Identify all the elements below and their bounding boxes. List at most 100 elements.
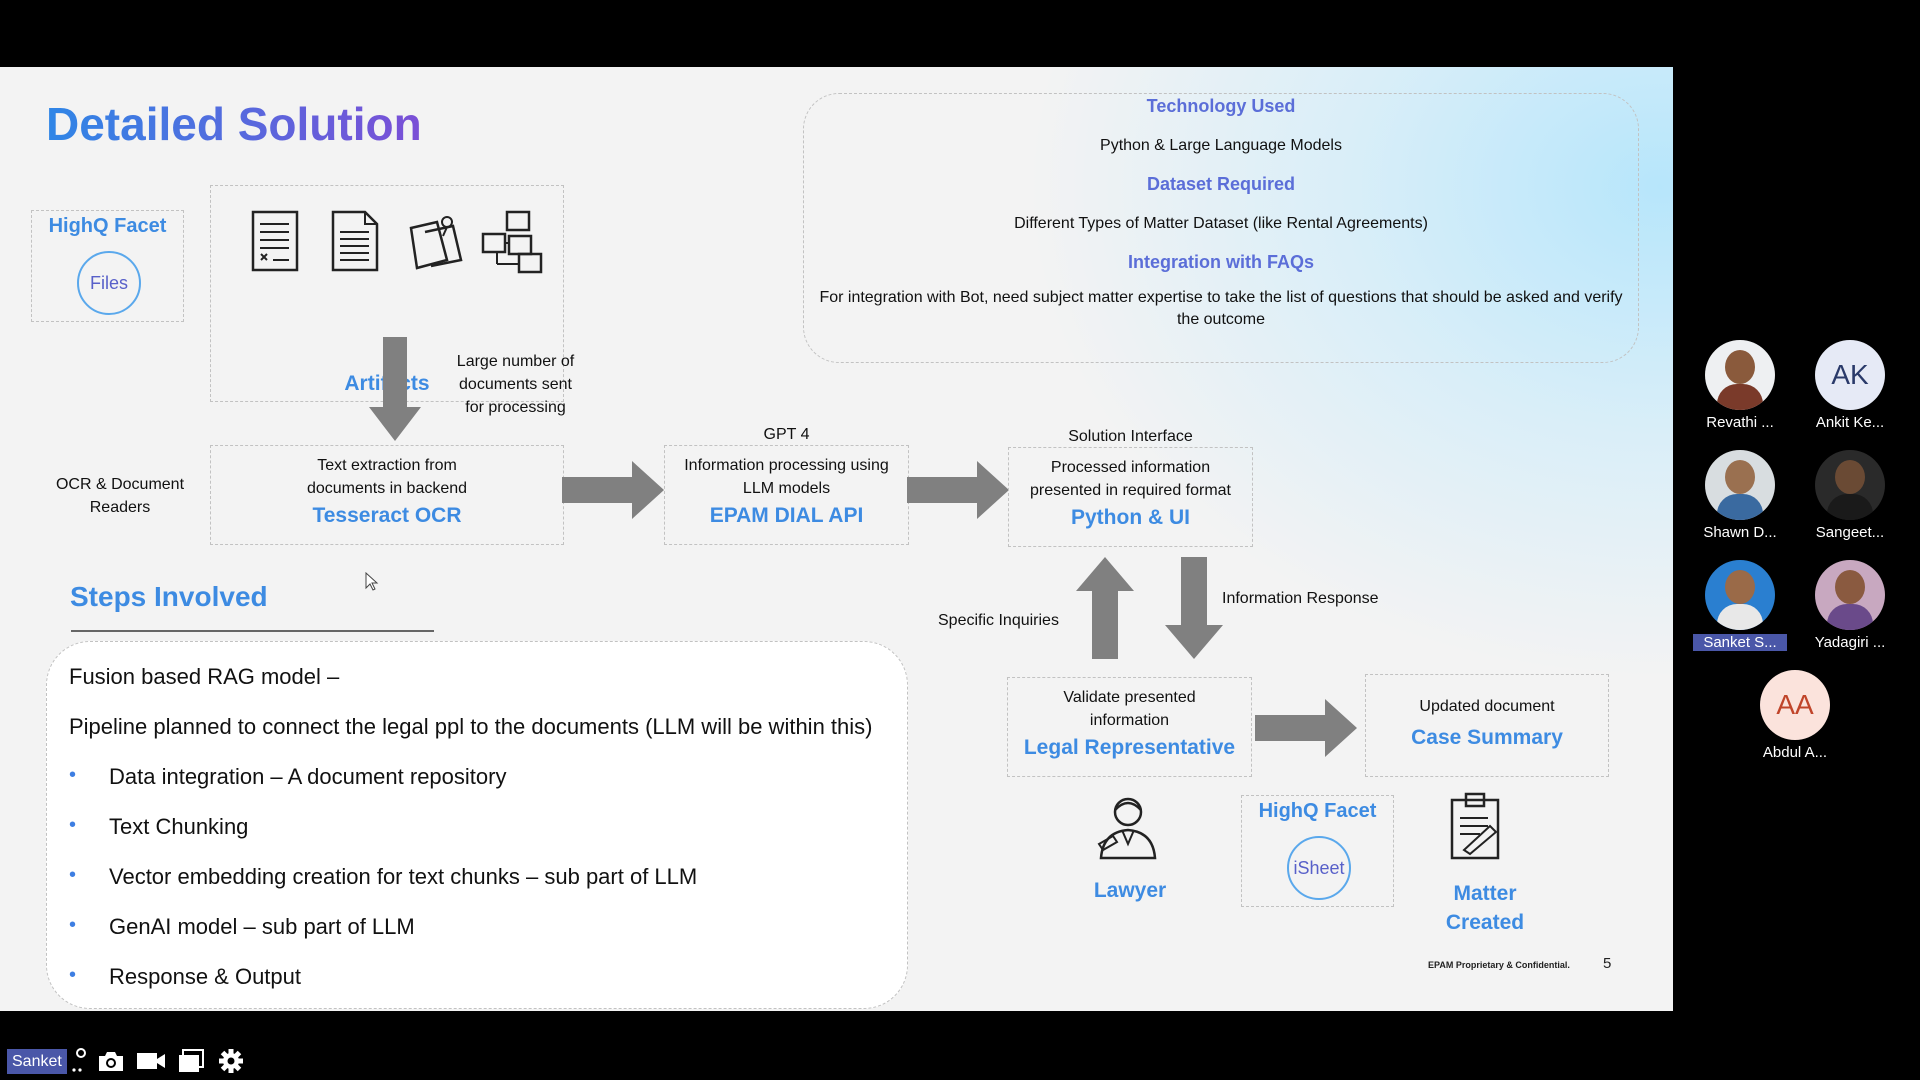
large-docs-line3: for processing	[465, 399, 566, 416]
participant-tile-sangeet[interactable]: Sangeet...	[1795, 450, 1905, 541]
bullet-text: Vector embedding creation for text chunk…	[109, 864, 698, 889]
solution-interface-label: Solution Interface	[1068, 428, 1193, 445]
presentation-slide: Detailed Solution HighQ Facet Files	[0, 67, 1673, 1011]
participant-name: Abdul A...	[1762, 744, 1828, 761]
python-text-line1: Processed information	[1050, 459, 1211, 476]
video-camera-icon[interactable]	[135, 1048, 167, 1074]
tech-heading: Technology Used	[1146, 96, 1296, 116]
case-box: Updated document Case Summary	[1365, 674, 1609, 777]
specific-inquiries-label: Specific Inquiries	[938, 612, 1059, 629]
highq-files-heading: HighQ Facet	[48, 215, 167, 237]
up-arrow-inquiries	[1076, 557, 1134, 659]
matter-created-label: Matter Created	[1410, 879, 1560, 937]
large-docs-line1: Large number of	[456, 353, 575, 370]
participant-tile-shawn[interactable]: Shawn D...	[1685, 450, 1795, 541]
case-heading: Case Summary	[1411, 726, 1563, 749]
participant-name: Revathi ...	[1706, 414, 1774, 431]
gear-icon[interactable]	[216, 1048, 246, 1074]
user-name-badge[interactable]: Sanket	[7, 1049, 67, 1074]
legal-heading: Legal Representative	[1023, 736, 1236, 759]
tesseract-box: Text extraction from documents in backen…	[210, 445, 564, 545]
epam-heading: EPAM DIAL API	[709, 504, 864, 527]
participant-tile-yadagiri[interactable]: Yadagiri ...	[1795, 560, 1905, 651]
information-response-label: Information Response	[1222, 590, 1379, 607]
steps-line2: Pipeline planned to connect the legal pp…	[69, 714, 873, 739]
gpt4-label: GPT 4	[763, 426, 810, 443]
bullet-icon: •	[69, 864, 77, 886]
dataset-heading: Dataset Required	[1146, 174, 1296, 194]
participant-tile-sanket[interactable]: Sanket S...	[1685, 560, 1795, 651]
avatar	[1815, 450, 1885, 520]
clipboard-icon	[1450, 792, 1500, 860]
document-checkbox-icon	[251, 210, 299, 272]
right-arrow-ocr-to-epam	[562, 461, 664, 519]
window-share-icon[interactable]	[177, 1048, 205, 1074]
avatar: AA	[1760, 670, 1830, 740]
ocr-side-line2: Readers	[89, 499, 151, 516]
participant-tile-revathi[interactable]: Revathi ...	[1685, 340, 1795, 431]
bullet-icon: •	[69, 814, 77, 836]
user-name-label: Sanket	[12, 1053, 62, 1070]
highq-isheet-heading: HighQ Facet	[1258, 800, 1377, 822]
tech-text: Python & Large Language Models	[1100, 137, 1342, 154]
steps-heading: Steps Involved	[70, 581, 268, 612]
technology-box: Technology Used Python & Large Language …	[803, 93, 1639, 363]
bullet-icon: •	[69, 914, 77, 936]
avatar	[1705, 560, 1775, 630]
document-lines-icon	[331, 210, 379, 272]
bullet-text: Response & Output	[109, 964, 302, 989]
participant-name: Shawn D...	[1703, 524, 1777, 541]
avatar	[1705, 340, 1775, 410]
highq-files-box: HighQ Facet Files	[31, 210, 184, 322]
steps-box: Fusion based RAG model – Pipeline planne…	[46, 641, 908, 1009]
sticky-notes-icon	[409, 216, 463, 270]
case-text: Updated document	[1419, 698, 1555, 715]
participant-tile-abdul[interactable]: AA Abdul A...	[1740, 670, 1850, 761]
bullet-icon: •	[69, 764, 77, 786]
isheet-circle-label: iSheet	[1293, 858, 1345, 878]
steps-line1: Fusion based RAG model –	[69, 664, 340, 689]
epam-box: Information processing using LLM models …	[664, 445, 909, 545]
steps-bullet-list: • Data integration – A document repositor…	[69, 764, 697, 1011]
avatar	[1705, 450, 1775, 520]
participant-name: Yadagiri ...	[1814, 634, 1886, 651]
avatar: AK	[1815, 340, 1885, 410]
right-arrow-epam-to-python	[907, 461, 1009, 519]
bullet-icon: •	[69, 964, 77, 986]
list-item: • Vector embedding creation for text chun…	[69, 864, 697, 914]
ocr-side-line1: OCR & Document	[55, 476, 185, 493]
list-item: •GenAI model – sub part of LLM	[69, 914, 697, 964]
dataset-text: Different Types of Matter Dataset (like …	[1014, 215, 1428, 232]
legal-box: Validate presented information Legal Rep…	[1007, 677, 1252, 777]
matter-created-line2: Created	[1445, 911, 1525, 934]
python-heading: Python & UI	[1071, 506, 1190, 529]
lawyer-label: Lawyer	[1093, 879, 1167, 902]
steps-underline	[71, 630, 434, 632]
epam-text-line1: Information processing using	[684, 457, 889, 474]
list-item: • Data integration – A document repositor…	[69, 764, 697, 814]
avatar	[1815, 560, 1885, 630]
legal-text-line1: Validate presented	[1063, 689, 1196, 706]
camera-snapshot-icon[interactable]	[97, 1048, 125, 1074]
slide-title: Detailed Solution	[46, 98, 422, 150]
large-docs-note: Large number of documents sent for proce…	[438, 350, 593, 419]
ocr-side-label: OCR & Document Readers	[40, 473, 200, 519]
list-item: • Response & Output	[69, 964, 697, 1011]
participant-tile-ankit[interactable]: AK Ankit Ke...	[1795, 340, 1905, 431]
legal-text-line2: information	[1089, 712, 1170, 729]
matter-created-line1: Matter	[1453, 882, 1517, 905]
participant-name: Sangeet...	[1815, 524, 1885, 541]
python-text-line2: presented in required format	[1030, 482, 1231, 499]
faq-heading: Integration with FAQs	[1127, 252, 1314, 272]
files-circle-label: Files	[89, 273, 128, 293]
avatar-initials: AK	[1831, 359, 1869, 390]
python-box: Processed information presented in requi…	[1008, 447, 1253, 547]
faq-text: For integration with Bot, need subject m…	[819, 289, 1623, 328]
highq-isheet-box: HighQ Facet iSheet	[1241, 795, 1394, 907]
avatar-initials: AA	[1776, 689, 1814, 720]
isheet-circle: iSheet	[1287, 836, 1351, 900]
remote-control-icon[interactable]	[70, 1048, 90, 1074]
files-circle: Files	[77, 251, 141, 315]
tesseract-text-line2: documents in backend	[306, 480, 468, 497]
bullet-text: Data integration – A document repository	[109, 764, 507, 789]
